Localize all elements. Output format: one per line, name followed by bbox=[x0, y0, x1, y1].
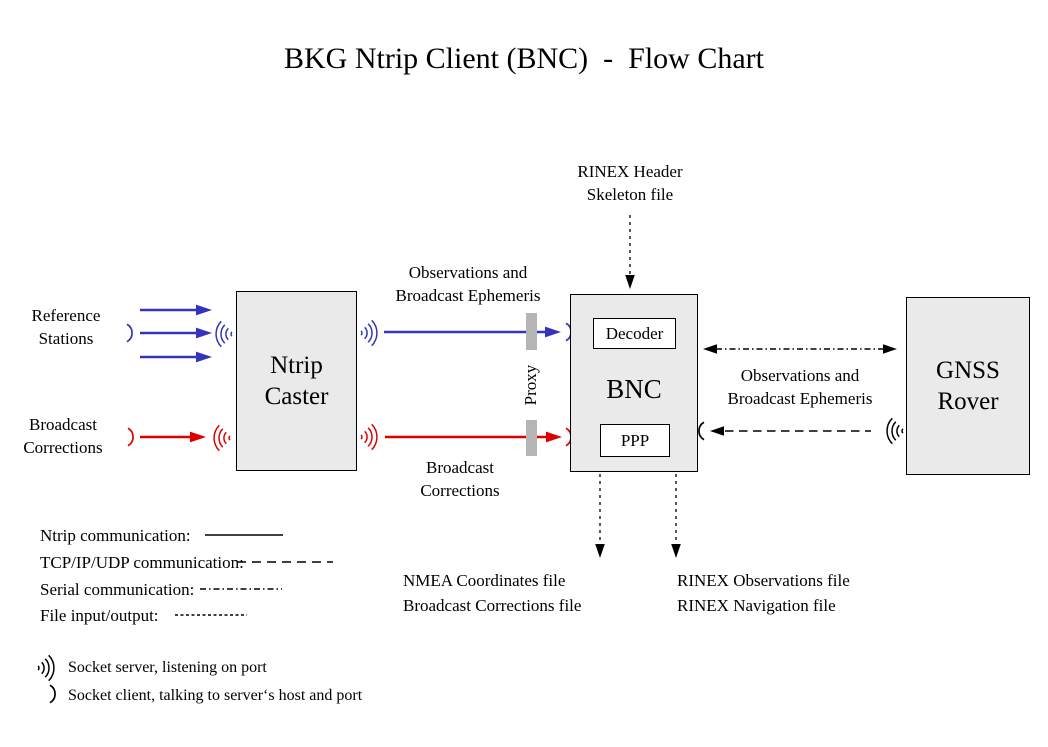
obs-ephemeris-right-label: Observations and Broadcast Ephemeris bbox=[727, 366, 873, 408]
file-arrow-rinex-out bbox=[671, 474, 681, 558]
socket-server-icon-rover bbox=[886, 417, 904, 445]
socket-server-icon-caster-right-blue bbox=[360, 319, 378, 347]
legend-ntrip-label: Ntrip communication: bbox=[40, 526, 191, 545]
serial-arrow-bnc-rover bbox=[703, 344, 897, 354]
ntrip-arrow-ref2 bbox=[140, 327, 212, 339]
tcp-arrow-rover-bnc bbox=[710, 426, 871, 436]
decoder-label: Decoder bbox=[605, 323, 664, 343]
page-title: BKG Ntrip Client (BNC) - Flow Chart bbox=[284, 42, 764, 75]
socket-server-icon-caster-left-red bbox=[213, 424, 231, 452]
legend-fileio-label: File input/output: bbox=[40, 606, 159, 625]
socket-client-icon-bnc-right bbox=[698, 421, 705, 441]
ppp-label: PPP bbox=[620, 430, 650, 450]
ntrip-arrow-ref1 bbox=[140, 304, 212, 316]
rinex-header-skeleton-label: RINEX Header Skeleton file bbox=[577, 162, 683, 204]
socket-server-icon-legend bbox=[37, 654, 55, 682]
ntrip-arrow-corrections bbox=[385, 431, 562, 443]
legend-socket-client-label: Socket client, talking to server‘s host … bbox=[68, 687, 363, 704]
ppp-box: PPP bbox=[600, 424, 670, 457]
proxy-bar-bottom bbox=[526, 420, 537, 456]
gnss-rover-label-line2: Rover bbox=[937, 388, 999, 415]
nmea-files-label: NMEA Coordinates file Broadcast Correcti… bbox=[403, 571, 582, 615]
ntrip-arrow-obs-ephemeris bbox=[384, 326, 561, 338]
gnss-rover-label-line1: GNSS bbox=[936, 357, 1000, 384]
rinex-files-label: RINEX Observations file RINEX Navigation… bbox=[677, 571, 850, 615]
socket-client-icon-refstations bbox=[126, 323, 133, 343]
reference-stations-label: Reference Stations bbox=[31, 306, 101, 348]
ntrip-arrow-corrections-in bbox=[140, 431, 206, 443]
ntrip-caster-label-line1: Ntrip bbox=[270, 352, 323, 379]
proxy-label: Proxy bbox=[521, 364, 540, 406]
broadcast-corrections-mid-label: Broadcast Corrections bbox=[420, 458, 500, 500]
file-arrow-nmea-out bbox=[595, 474, 605, 558]
legend-tcpip-label: TCP/IP/UDP communication: bbox=[40, 553, 244, 572]
proxy-bar-top bbox=[526, 313, 537, 350]
socket-client-icon-legend bbox=[49, 684, 56, 704]
socket-client-icon-corrections-in bbox=[127, 427, 134, 447]
ntrip-caster-box: Ntrip Caster bbox=[236, 291, 357, 471]
obs-ephemeris-top-label: Observations and Broadcast Ephemeris bbox=[395, 263, 541, 305]
bnc-label: BNC bbox=[606, 374, 662, 404]
broadcast-corrections-input-label: Broadcast Corrections bbox=[23, 415, 103, 457]
file-arrow-rinex-skeleton-in bbox=[625, 215, 635, 289]
socket-server-icon-caster-left-blue bbox=[215, 320, 233, 348]
legend-serial-label: Serial communication: bbox=[40, 580, 195, 599]
socket-server-icon-caster-right-red bbox=[360, 423, 378, 451]
ntrip-arrow-ref3 bbox=[140, 351, 212, 363]
ntrip-caster-label-line2: Caster bbox=[264, 383, 329, 410]
decoder-box: Decoder bbox=[593, 318, 676, 349]
legend-socket-server-label: Socket server, listening on port bbox=[68, 659, 267, 676]
gnss-rover-box: GNSS Rover bbox=[906, 297, 1030, 475]
bnc-box: Decoder BNC PPP bbox=[570, 294, 698, 472]
